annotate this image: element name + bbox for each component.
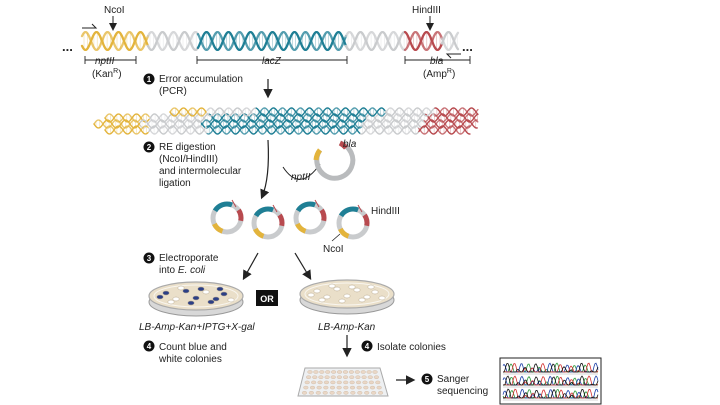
plasmid-library (210, 199, 370, 240)
step-4-right-title: Isolate colonies (377, 342, 446, 353)
nptii-gene-label: nptII (95, 56, 115, 67)
dna-helix-gene-cassette (80, 30, 460, 52)
vector-backbone-icon (313, 140, 356, 181)
step-5-subtitle: sequencing (437, 386, 488, 397)
svg-text:4: 4 (365, 342, 370, 351)
chromatogram-icon (499, 357, 602, 405)
petri-dish-blue-white-icon (148, 281, 244, 317)
hindiii-site-label: HindIII (412, 5, 441, 16)
bla-gene-label: bla (430, 56, 444, 67)
step-1-subtitle: (PCR) (159, 86, 187, 97)
step-2-line3: and intermolecular (159, 166, 242, 177)
step-3-title: Electroporate (159, 253, 219, 264)
step-2-badge: 2 (143, 141, 155, 153)
step-1-badge: 1 (143, 73, 155, 85)
or-label: OR (260, 294, 274, 304)
step-2-enzymes: (NcoI/HindIII) (159, 154, 218, 165)
amp-resistance-label: (AmpR) (423, 68, 455, 80)
svg-text:4: 4 (147, 342, 152, 351)
bla-region-bracket (404, 56, 471, 64)
ellipsis-left: ... (62, 39, 73, 54)
step-1-title: Error accumulation (159, 74, 243, 85)
or-box (256, 290, 278, 306)
step-5-badge: 5 (421, 373, 433, 385)
petri-dish-selection-icon (299, 279, 395, 315)
well-plate-icon (297, 367, 389, 397)
kan-resistance-label: (KanR) (92, 68, 122, 80)
step-4-left-subtitle: white colonies (158, 354, 222, 365)
lacz-region-bracket (196, 56, 348, 64)
step-2-line4: ligation (159, 178, 191, 189)
step-2-title: RE digestion (159, 142, 216, 153)
arrow-to-left-plate-icon (242, 252, 259, 281)
lacz-gene-label: lacZ (262, 56, 282, 67)
ellipsis-right: ... (462, 39, 473, 54)
step-4-right-badge: 4 (361, 340, 373, 352)
step-4-left-badge: 4 (143, 340, 155, 352)
step-3-badge: 3 (143, 252, 155, 264)
ligation-arrow-icon (260, 139, 270, 200)
svg-text:3: 3 (147, 254, 152, 263)
reverse-primer-icon (445, 53, 461, 59)
step-4-left-title: Count blue and (159, 342, 227, 353)
step-5-title: Sanger (437, 374, 470, 385)
plasmid-ncoi-label: NcoI (323, 244, 344, 255)
step-3-subtitle: into E. coli (159, 265, 206, 276)
plasmid-hindiii-label: HindIII (371, 206, 400, 217)
plate-left-medium-label: LB-Amp-Kan+IPTG+X-gal (139, 322, 255, 333)
ncoi-pointer (331, 233, 341, 242)
svg-text:1: 1 (147, 75, 152, 84)
plate-right-medium-label: LB-Amp-Kan (318, 322, 376, 333)
vector-bla-label: bla (343, 139, 357, 150)
vector-nptii-label: nptII (291, 172, 311, 183)
svg-text:2: 2 (147, 143, 152, 152)
mutated-dna-fragments (93, 107, 479, 135)
forward-primer-icon (82, 23, 98, 29)
ncoi-site-label: NcoI (104, 5, 125, 16)
nptii-region-bracket (84, 56, 137, 64)
arrow-to-right-plate-icon (294, 252, 312, 281)
svg-text:5: 5 (425, 375, 430, 384)
